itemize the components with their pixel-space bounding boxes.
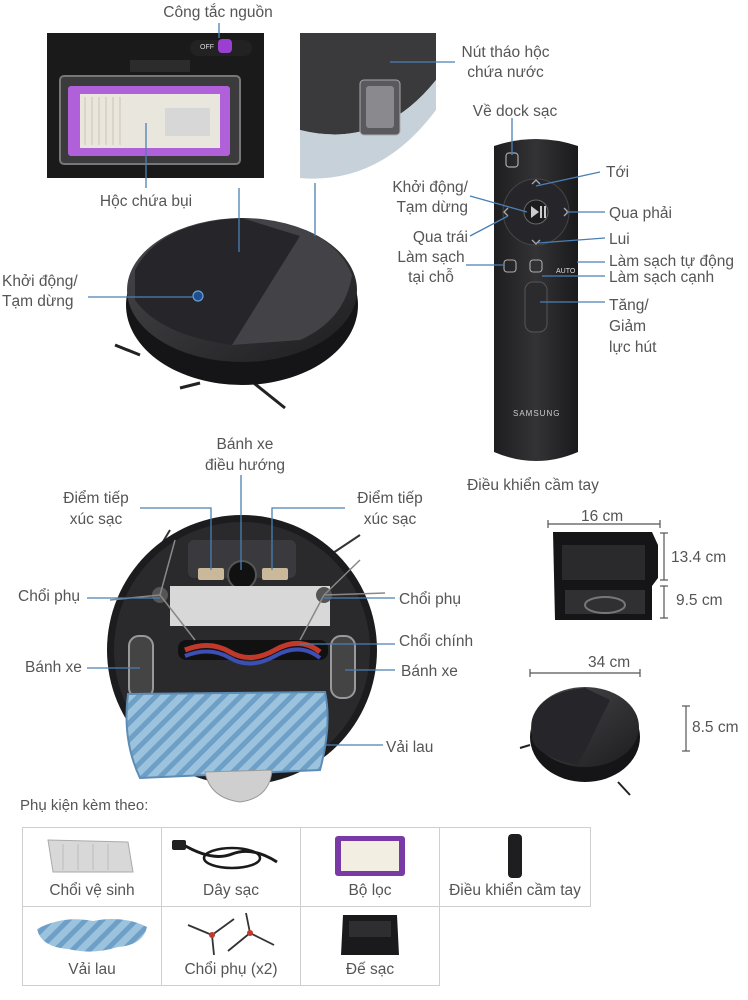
- robot-top-view: [114, 218, 358, 410]
- label-edge-clean: Làm sạch cạnh: [609, 269, 715, 286]
- cleaning-brush-icon: [47, 839, 134, 873]
- accessory-label: Vải lau: [68, 961, 116, 978]
- accessories-title: Phụ kiện kèm theo:: [20, 797, 149, 814]
- accessory-filter: Bộ lọc: [300, 827, 440, 907]
- label-water-tank-release: Nút tháo hộc chứa nước: [461, 44, 550, 81]
- accessory-label: Chổi phụ (x2): [184, 961, 278, 978]
- robot-underside: [107, 515, 386, 803]
- accessory-label: Chổi vệ sinh: [49, 882, 135, 899]
- side-brush-icon: [187, 912, 275, 956]
- label-main-brush: Chổi chính: [399, 633, 474, 650]
- accessory-label: Điều khiển cầm tay: [449, 882, 581, 899]
- label-steering-wheel: Bánh xe điều hướng: [204, 436, 285, 474]
- label-mop: Vải lau: [386, 739, 434, 756]
- label-dust-bin: Hộc chứa bụi: [99, 193, 193, 210]
- label-charge-contact-right: Điểm tiếp xúc sạc: [357, 490, 423, 528]
- accessory-cleaning-brush: Chổi vệ sinh: [22, 827, 162, 907]
- label-remote-start-pause: Khởi động/ Tạm dừng: [392, 179, 468, 216]
- label-suction: Tăng/ Giảm lực hút: [609, 297, 657, 356]
- accessory-charging-dock: Đế sạc: [300, 906, 440, 986]
- robot-size-graphic: [519, 687, 640, 796]
- dust-bin-photo: [47, 33, 264, 178]
- remote-control-graphic: [494, 139, 578, 461]
- label-turn-left: Qua trái: [412, 229, 468, 246]
- filter-icon: [335, 836, 405, 876]
- robot-height: 8.5 cm: [692, 719, 739, 736]
- label-side-brush-left: Chổi phụ: [18, 588, 81, 605]
- robot-diameter: 34 cm: [588, 654, 631, 671]
- accessory-side-brush: Chổi phụ (x2): [161, 906, 301, 986]
- dock-height: 13.4 cm: [671, 549, 727, 566]
- accessory-mop-cloth: Vải lau: [22, 906, 162, 986]
- remote-icon: [508, 834, 522, 878]
- remote-brand: SAMSUNG: [513, 409, 561, 418]
- charging-dock-icon: [341, 915, 399, 955]
- label-back: Lui: [609, 231, 630, 248]
- charging-cable-icon: [172, 840, 278, 870]
- label-spot-clean: Làm sạch tại chỗ: [397, 249, 465, 286]
- mop-cloth-icon: [37, 919, 147, 952]
- auto-button-text: AUTO: [556, 268, 576, 275]
- label-turn-right: Qua phải: [609, 205, 672, 222]
- switch-off-text: OFF: [200, 44, 214, 51]
- accessory-remote: Điều khiển cầm tay: [439, 827, 591, 907]
- accessories-table: Chổi vệ sinh Dây sạc Bộ lọc Điều khiển c…: [22, 827, 591, 986]
- label-power-switch: Công tắc nguồn: [163, 4, 273, 21]
- label-robot-start-pause: Khởi động/ Tạm dừng: [2, 273, 78, 310]
- accessory-label: Dây sạc: [203, 882, 259, 899]
- water-tank-photo: [300, 33, 436, 181]
- label-wheel-right: Bánh xe: [401, 663, 458, 680]
- charging-dock-graphic: [553, 532, 658, 620]
- dock-depth: 9.5 cm: [676, 592, 723, 609]
- accessory-label: Đế sạc: [345, 961, 395, 978]
- label-side-brush-right: Chổi phụ: [399, 591, 462, 608]
- dock-width: 16 cm: [581, 508, 624, 525]
- label-wheel-left: Bánh xe: [25, 659, 82, 676]
- label-remote-caption: Điều khiển cầm tay: [467, 477, 599, 494]
- label-return-dock: Về dock sạc: [472, 103, 558, 120]
- accessory-label: Bộ lọc: [348, 882, 392, 899]
- label-auto-clean: Làm sạch tự động: [609, 253, 734, 270]
- label-charge-contact-left: Điểm tiếp xúc sạc: [63, 490, 129, 528]
- label-forward: Tới: [606, 164, 630, 181]
- accessory-charging-cable: Dây sạc: [161, 827, 301, 907]
